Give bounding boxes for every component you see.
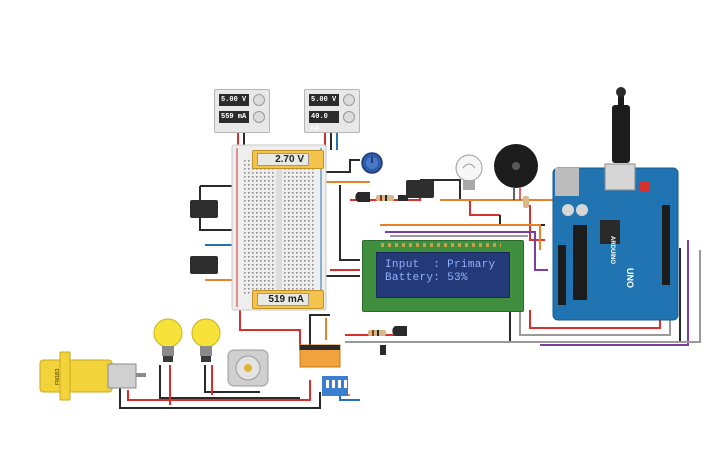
lcd-line-2: Battery: 53%	[385, 272, 468, 284]
resistor[interactable]	[523, 196, 529, 208]
transistor[interactable]	[392, 326, 407, 336]
gear-motor-label: F9I1B3	[55, 368, 61, 386]
voltmeter-reading: 2.70 V	[257, 153, 309, 166]
current-knob[interactable]	[343, 111, 355, 123]
wire	[339, 185, 360, 261]
power-supply-voltage-display: 5.00 V	[219, 94, 249, 106]
ammeter-reading: 519 mA	[257, 293, 309, 306]
light-bulb-lit-2[interactable]	[191, 318, 221, 362]
wire	[540, 240, 689, 346]
wire	[159, 365, 300, 399]
potentiometer[interactable]	[361, 152, 383, 174]
relay-3[interactable]	[406, 180, 434, 198]
power-supply-current-display: 559 mA	[219, 111, 249, 123]
power-supply-current-display: 40.0 mA	[309, 111, 339, 133]
wire	[239, 310, 301, 350]
wire	[529, 205, 545, 241]
wire	[204, 365, 260, 393]
voltmeter[interactable]: 2.70 V	[252, 150, 324, 169]
wire	[119, 375, 321, 409]
gear-motor[interactable]	[39, 351, 146, 401]
relay-2[interactable]	[190, 256, 218, 274]
lcd-display[interactable]: Input : Primary Battery: 53%	[362, 240, 524, 312]
wire	[345, 250, 701, 343]
power-supply-voltage-display: 5.00 V	[309, 94, 339, 106]
relay-module-orange[interactable]	[299, 344, 341, 368]
transistor[interactable]	[355, 192, 370, 202]
resistor[interactable]	[376, 195, 394, 201]
lcd-line-1: Input : Primary	[385, 259, 496, 271]
resistor[interactable]	[368, 330, 386, 336]
light-bulb-top[interactable]	[455, 154, 483, 190]
breadboard[interactable]	[231, 144, 327, 311]
arduino-model-label: UNO	[625, 268, 635, 288]
power-supply-1[interactable]: 5.00 V 559 mA	[214, 89, 270, 133]
dc-motor[interactable]	[227, 349, 269, 387]
diode[interactable]	[380, 345, 386, 355]
diode[interactable]	[398, 195, 408, 201]
light-bulb-lit-1[interactable]	[153, 318, 183, 362]
voltage-knob[interactable]	[253, 94, 265, 106]
wire	[385, 231, 548, 271]
dip-switch[interactable]	[322, 376, 348, 396]
piezo-buzzer[interactable]	[494, 144, 538, 200]
lcd-pin-header	[381, 243, 501, 247]
wire	[320, 159, 360, 173]
power-supply-2[interactable]: 5.00 V 40.0 mA	[304, 89, 360, 133]
arduino-uno-board[interactable]	[552, 163, 679, 321]
wire	[309, 314, 330, 345]
ammeter[interactable]: 519 mA	[252, 290, 324, 309]
lcd-screen: Input : Primary Battery: 53%	[376, 252, 510, 298]
usb-cable	[612, 87, 630, 163]
wire	[380, 224, 541, 250]
current-knob[interactable]	[253, 111, 265, 123]
relay-1[interactable]	[190, 200, 218, 218]
wire	[127, 380, 311, 401]
arduino-brand-label: ARDUINO	[609, 236, 615, 264]
wires	[119, 125, 701, 409]
wire	[499, 215, 545, 226]
wire	[469, 200, 500, 216]
voltage-knob[interactable]	[343, 94, 355, 106]
